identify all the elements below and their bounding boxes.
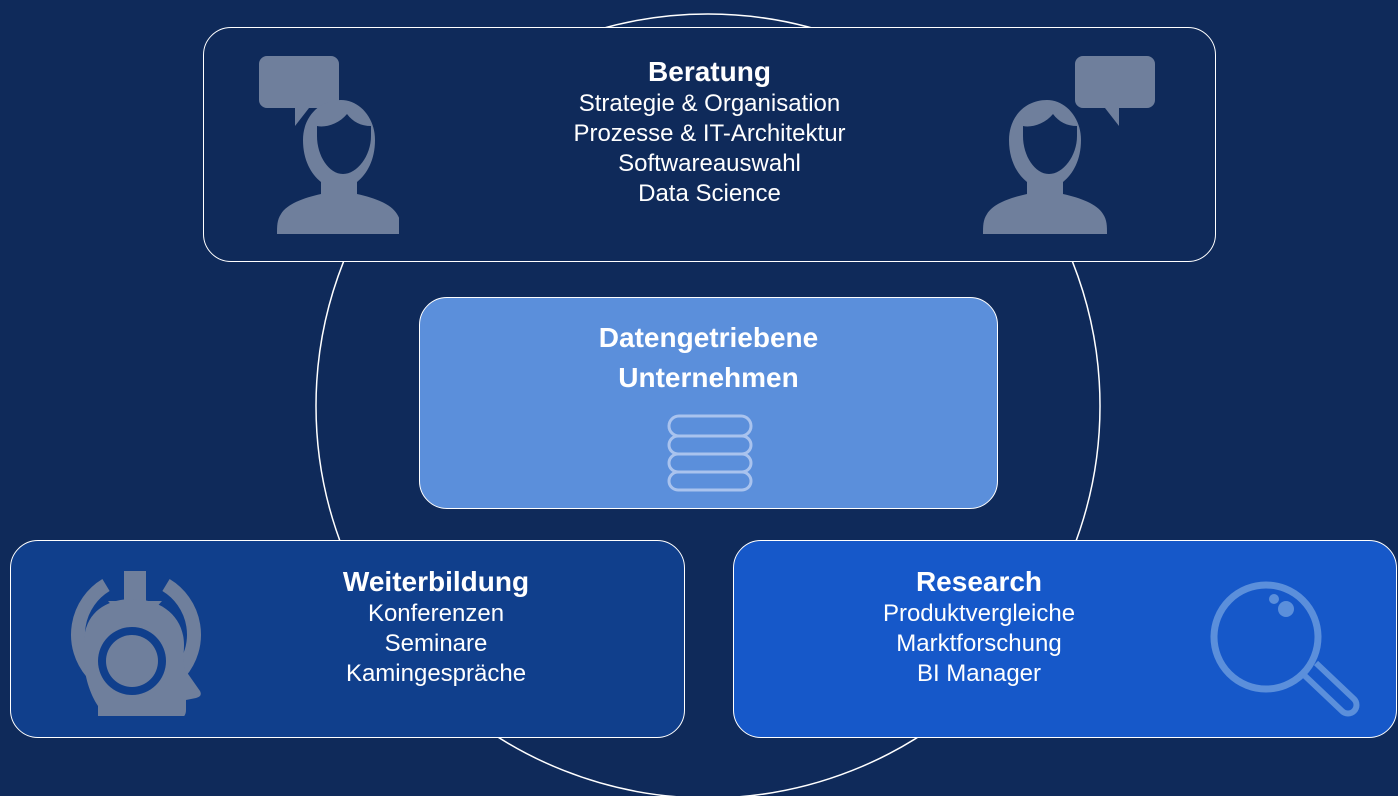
center-title-line1: Datengetriebene: [598, 322, 819, 353]
magnifier-icon: [1210, 581, 1360, 717]
database-icon: [667, 414, 753, 492]
weiterbildung-item: Seminare: [384, 630, 488, 657]
beratung-item: Softwareauswahl: [618, 150, 801, 177]
research-box: Research Produktvergleiche Marktforschun…: [733, 540, 1397, 738]
weiterbildung-item: Konferenzen: [367, 600, 505, 627]
research-title: Research: [915, 566, 1043, 597]
center-box: Datengetriebene Unternehmen: [419, 297, 998, 509]
person-speech-icon: [983, 56, 1155, 234]
beratung-item: Strategie & Organisation: [578, 90, 841, 117]
research-item: Marktforschung: [896, 630, 1062, 657]
beratung-item: Prozesse & IT-Architektur: [573, 120, 846, 147]
head-download-icon: [71, 571, 201, 716]
weiterbildung-title: Weiterbildung: [342, 566, 530, 597]
beratung-item: Data Science: [638, 180, 781, 207]
research-item: Produktvergleiche: [882, 600, 1076, 627]
center-title-line2: Unternehmen: [618, 362, 799, 393]
research-item: BI Manager: [916, 660, 1042, 687]
weiterbildung-box: Weiterbildung Konferenzen Seminare Kamin…: [10, 540, 685, 738]
weiterbildung-item: Kamingespräche: [345, 660, 527, 687]
beratung-box: Beratung Strategie & Organisation Prozes…: [203, 27, 1216, 262]
beratung-title: Beratung: [648, 56, 771, 87]
person-speech-icon: [259, 56, 399, 234]
